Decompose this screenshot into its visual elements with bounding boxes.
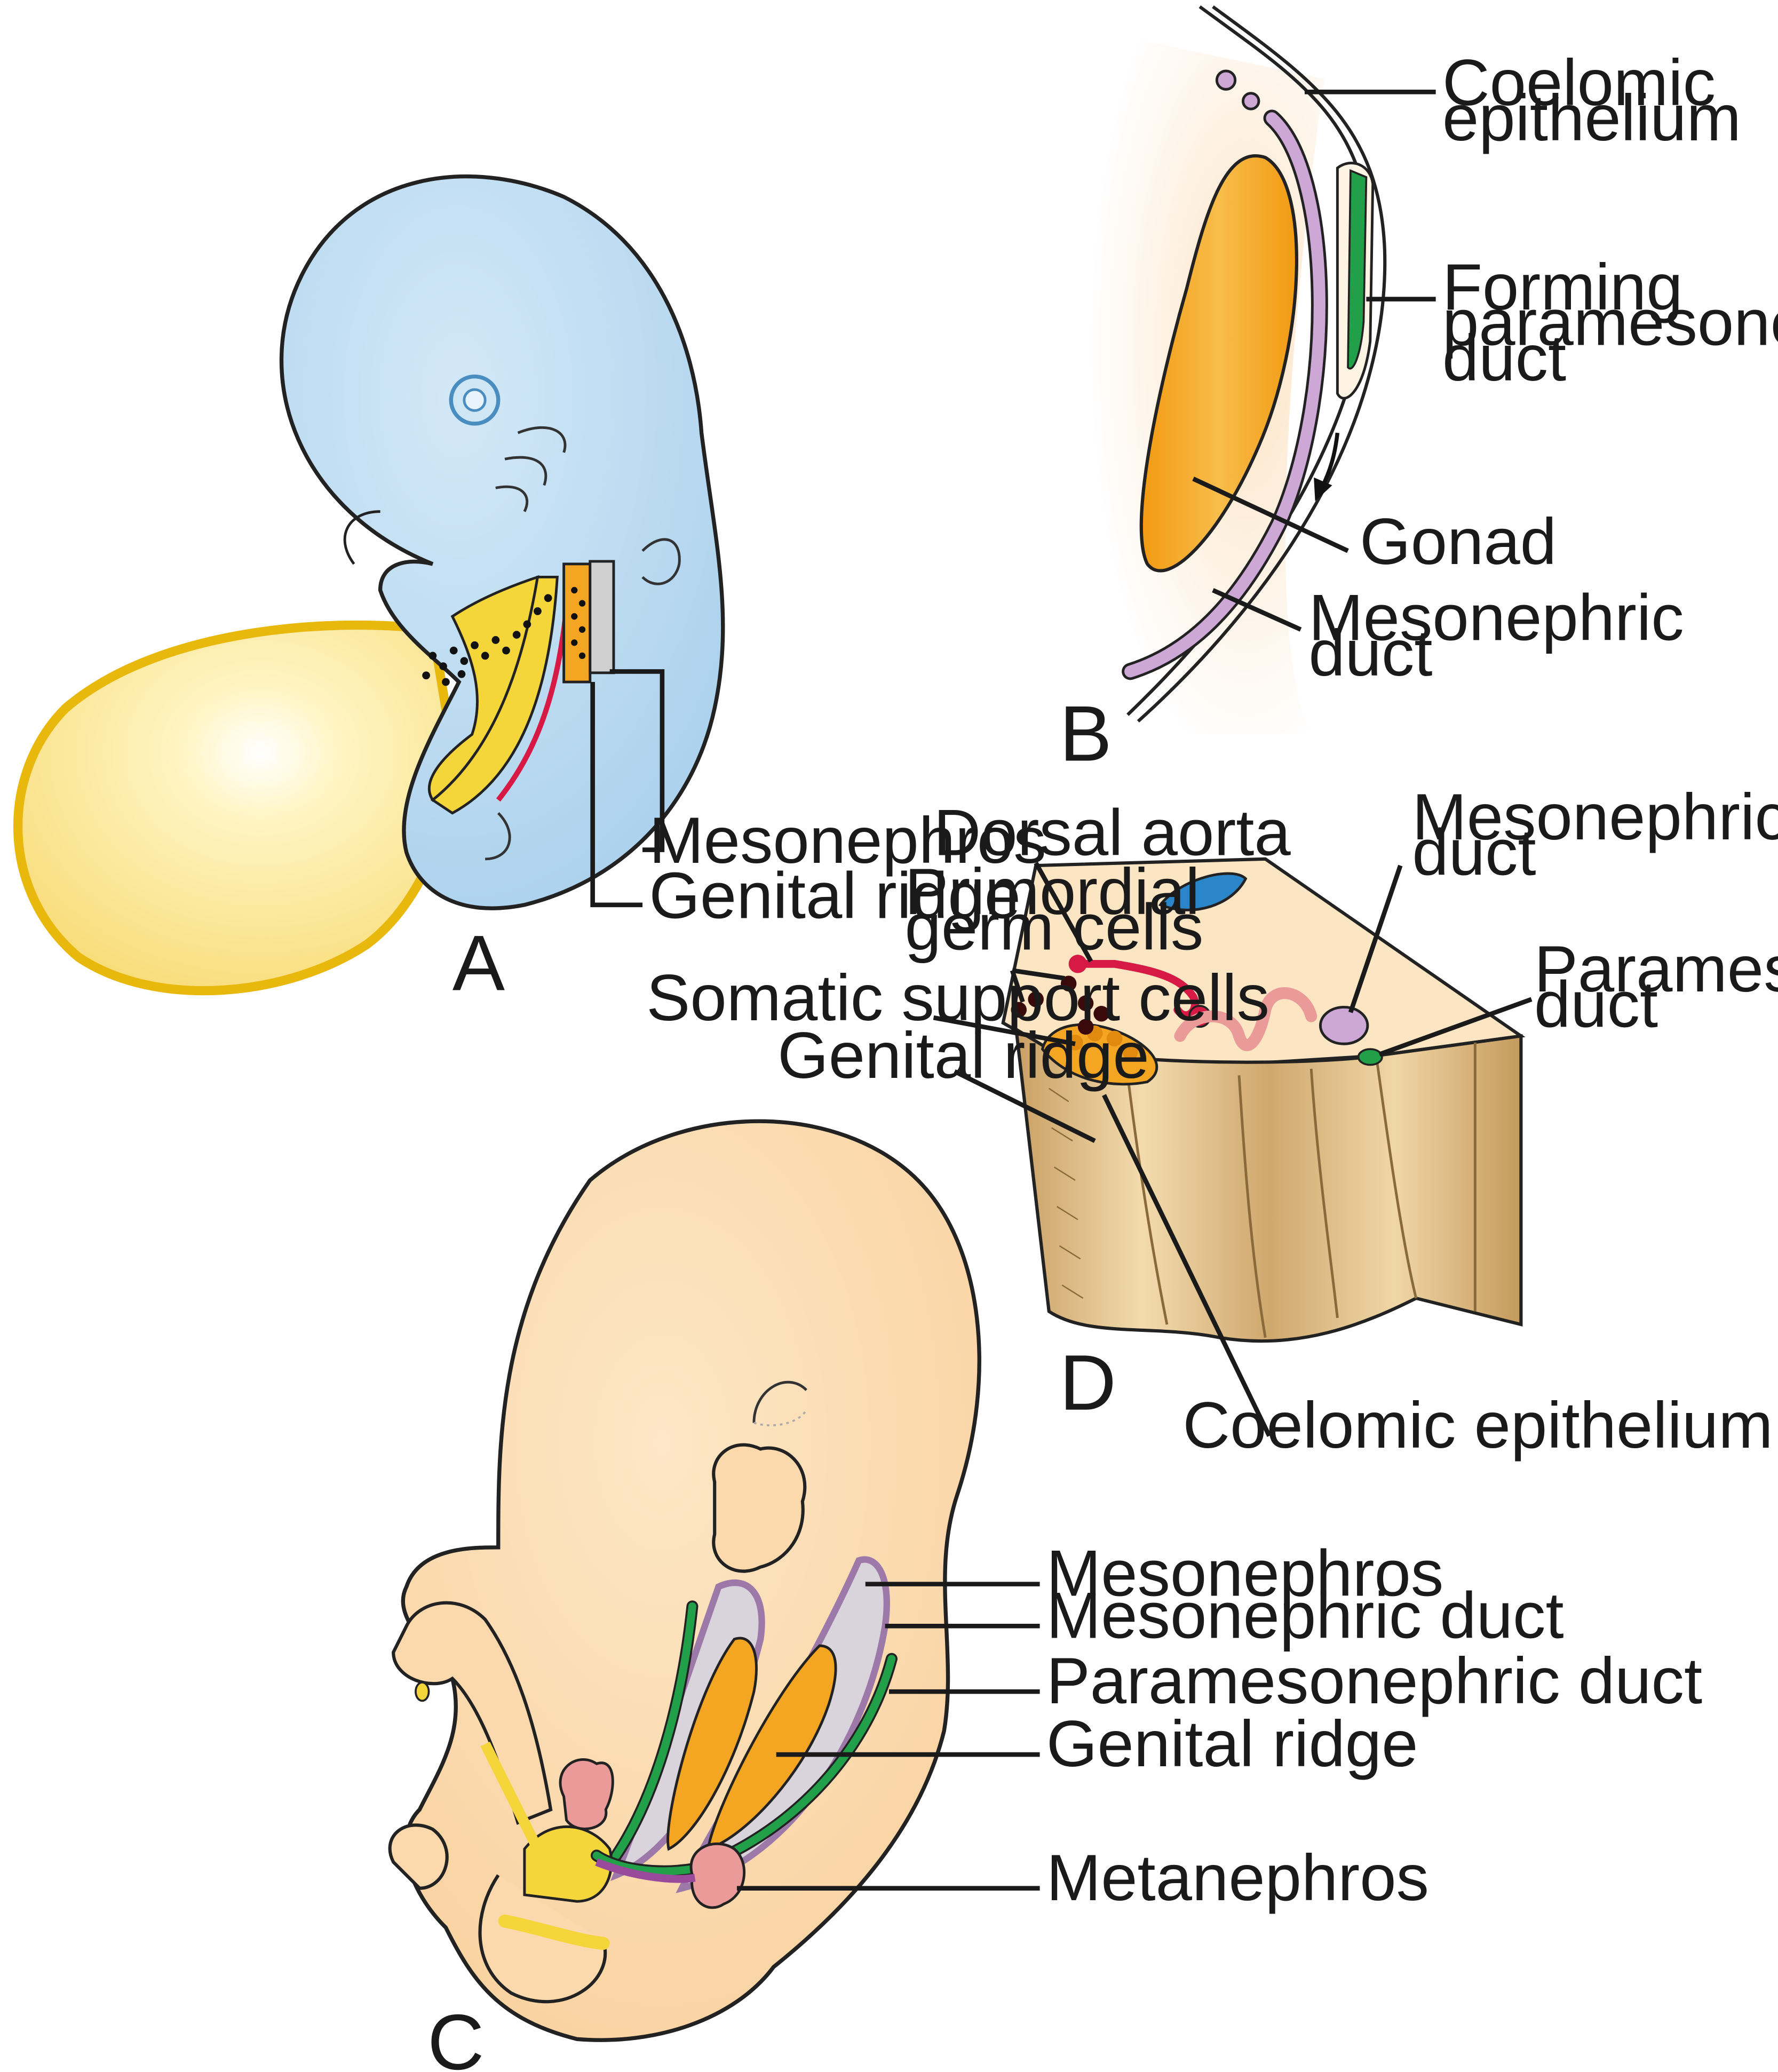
mesonephric-duct-d xyxy=(1319,1005,1369,1045)
label-b-gonad: Gonad xyxy=(1360,505,1557,578)
panel-a: Mesonephros Genital ridge A xyxy=(13,174,1046,1007)
label-d-meso-duct-1: Mesonephric xyxy=(1412,781,1778,854)
embryo-body-a xyxy=(279,174,725,910)
panel-letter-d: D xyxy=(1059,1339,1116,1427)
label-c-mesonephric-duct: Mesonephric duct xyxy=(1046,1579,1564,1652)
label-d-parameso-2: duct xyxy=(1534,968,1658,1041)
label-c-mesonephros: Mesonephros xyxy=(1046,1537,1443,1610)
panel-b: Coelomic epithelium Forming paramesoneph… xyxy=(1059,5,1778,777)
label-d-primordial-2: germ cells xyxy=(904,891,1203,964)
label-c-metanephros: Metanephros xyxy=(1046,1841,1429,1915)
label-c-paramesonephric-duct: Paramesonephric duct xyxy=(1046,1645,1702,1718)
mesonephros-a xyxy=(562,562,592,684)
panel-letter-c: C xyxy=(427,1999,484,2072)
panel-c: Mesonephros Mesonephric duct Paramesonep… xyxy=(388,1119,1702,2072)
panel-d: Dorsal aorta Primordial germ cells Somat… xyxy=(646,781,1778,1462)
label-d-primordial-1: Primordial xyxy=(904,855,1200,928)
paramesonephric-duct-d xyxy=(1357,1048,1383,1066)
label-d-meso-duct-2: duct xyxy=(1412,816,1536,889)
panel-letter-b: B xyxy=(1059,690,1112,777)
label-d-coelomic: Coelomic epithelium xyxy=(1182,1389,1773,1462)
cloaca-c xyxy=(523,1825,613,1903)
genital-ridge-a xyxy=(589,560,615,674)
label-b-forming-1: Forming xyxy=(1442,251,1683,324)
label-b-coelomic-1: Coelomic xyxy=(1442,46,1716,120)
label-b-forming-2: paramesonephric xyxy=(1442,287,1778,360)
metanephros-c-left xyxy=(559,1758,614,1830)
neural-tube-d xyxy=(1158,872,1248,911)
label-c-genital-ridge: Genital ridge xyxy=(1046,1708,1418,1781)
label-d-somatic: Somatic support cells xyxy=(646,962,1269,1035)
gonad-b xyxy=(1139,154,1298,573)
genital-ridge-c-left xyxy=(666,1637,758,1851)
label-d-dorsal-aorta: Dorsal aorta xyxy=(934,796,1291,869)
genital-ridge-c-right xyxy=(706,1644,837,1851)
metanephros-c-right xyxy=(689,1843,745,1909)
yolk-sac xyxy=(13,620,464,996)
label-d-genital-ridge: Genital ridge xyxy=(777,1019,1149,1092)
germ-cells-a xyxy=(422,586,586,686)
umbilical-cord-c xyxy=(392,1601,553,1825)
forming-paramesonephric-duct-b xyxy=(1347,169,1368,370)
label-d-parameso-1: Paramesonephric xyxy=(1534,933,1778,1006)
label-b-coelomic-2: epithelium xyxy=(1442,82,1741,155)
panel-letter-a: A xyxy=(453,919,505,1007)
label-b-meso-duct-2: duct xyxy=(1308,617,1432,690)
label-b-forming-3: duct xyxy=(1442,322,1566,395)
primordial-germ-cells-d xyxy=(1011,975,1109,1035)
label-b-meso-duct-1: Mesonephric xyxy=(1308,581,1684,654)
label-a-genital-ridge: Genital ridge xyxy=(649,859,1021,932)
label-a-mesonephros: Mesonephros xyxy=(649,804,1046,877)
